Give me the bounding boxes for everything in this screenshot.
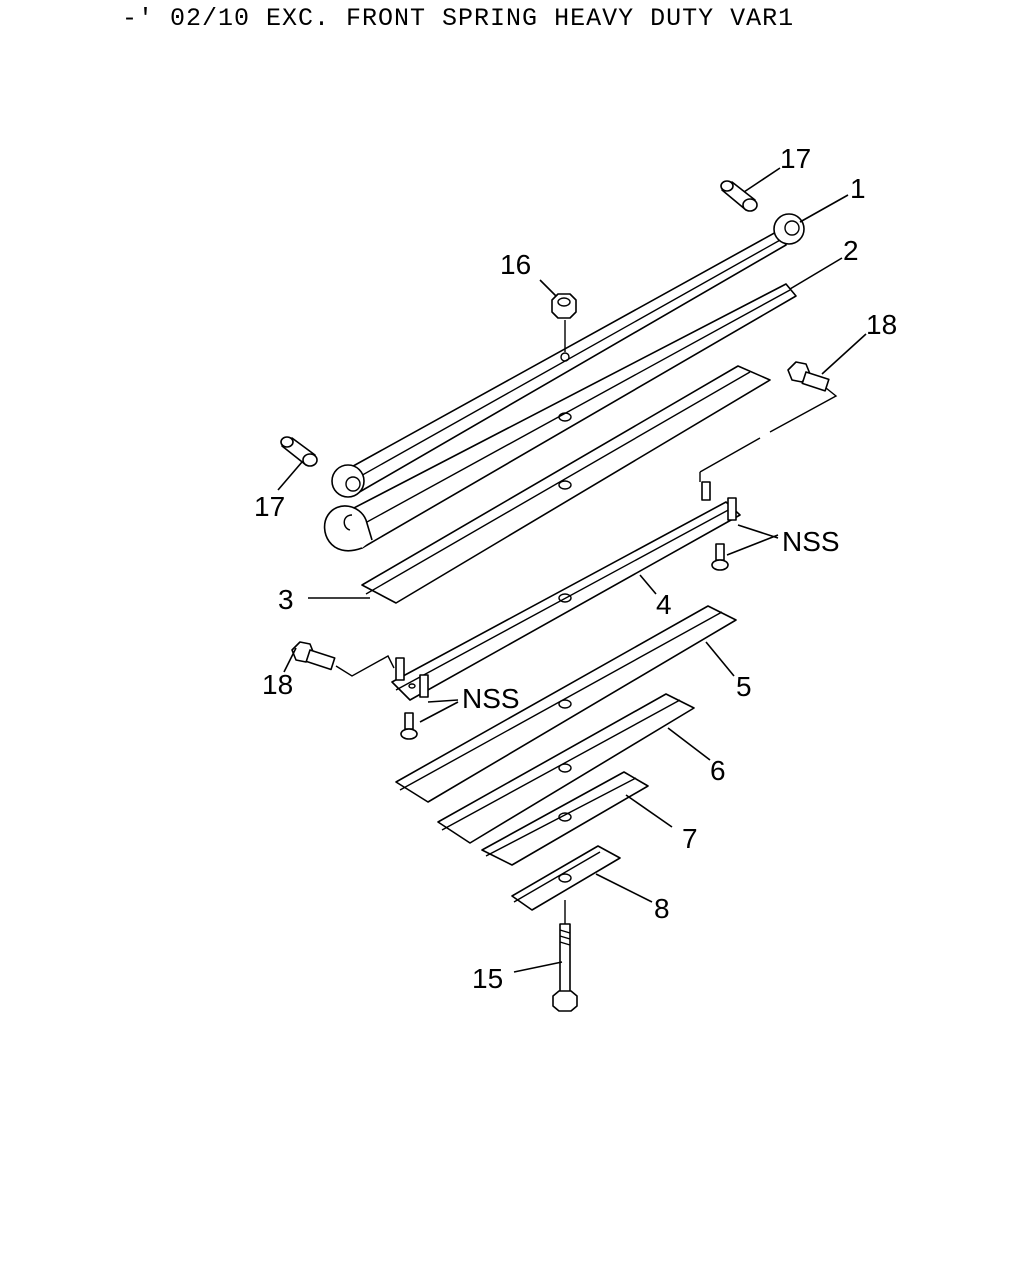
bushing-part-17-lower[interactable] [280, 436, 318, 467]
callout-nss-left: NSS [462, 683, 520, 714]
callout-labels: 1 2 3 4 5 6 7 8 15 16 17 17 18 18 NSS NS… [254, 143, 897, 994]
bushing-part-17-upper[interactable] [720, 180, 758, 212]
leaf-part-6[interactable] [437, 693, 695, 844]
main-leaf-part-1[interactable] [331, 213, 805, 498]
callout-6: 6 [710, 755, 726, 786]
leaf-part-5[interactable] [395, 605, 737, 803]
bolt-part-18-upper[interactable] [699, 361, 838, 482]
callout-8: 8 [654, 893, 670, 924]
spacer-plate-part-8[interactable] [511, 845, 621, 911]
callout-1: 1 [850, 173, 866, 204]
leaf-part-3[interactable] [361, 365, 771, 604]
callout-17-upper: 17 [780, 143, 811, 174]
leaf-part-7[interactable] [481, 771, 649, 866]
callout-18-lower: 18 [262, 669, 293, 700]
callout-nss-right: NSS [782, 526, 840, 557]
nut-part-16[interactable] [551, 293, 577, 352]
callout-4: 4 [656, 589, 672, 620]
callout-7: 7 [682, 823, 698, 854]
diagram-title: -' 02/10 EXC. FRONT SPRING HEAVY DUTY VA… [122, 4, 795, 33]
clip-leaf-part-4[interactable] [391, 481, 741, 701]
bolt-part-18-lower[interactable] [291, 641, 395, 677]
callout-5: 5 [736, 671, 752, 702]
callout-15: 15 [472, 963, 503, 994]
rivet-nss-left[interactable] [400, 712, 418, 740]
callout-2: 2 [843, 235, 859, 266]
callout-18-upper: 18 [866, 309, 897, 340]
center-bolt-part-15[interactable] [552, 900, 578, 1012]
callout-3: 3 [278, 584, 294, 615]
callout-17-lower: 17 [254, 491, 285, 522]
callout-16: 16 [500, 249, 531, 280]
leader-lines [277, 167, 867, 973]
rivet-nss-right[interactable] [711, 543, 729, 571]
second-leaf-part-2[interactable] [323, 283, 797, 552]
